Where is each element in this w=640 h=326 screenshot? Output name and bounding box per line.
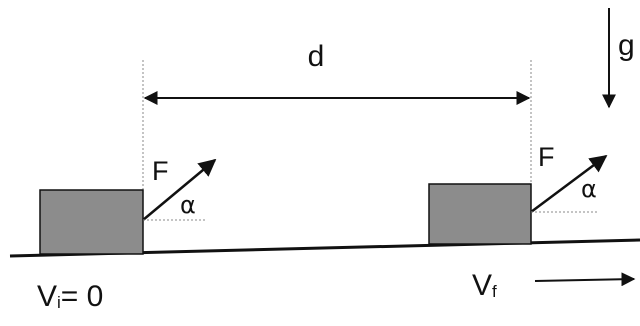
vf-subscript: f [492, 282, 497, 301]
angle-label-right: α [581, 175, 597, 203]
vi-symbol: V [37, 280, 57, 313]
velocity-arrow [534, 272, 636, 287]
distance-label: d [308, 40, 325, 73]
force-label-right: F [538, 142, 555, 172]
block-initial [39, 189, 144, 255]
force-arrow-right [530, 154, 608, 214]
vf-label: Vf [472, 269, 497, 302]
force-arrow-left [142, 158, 217, 221]
block-final [428, 183, 532, 245]
vi-subscript: i [57, 293, 61, 312]
vf-symbol: V [472, 269, 492, 302]
vi-label: Vi= 0 [37, 280, 103, 313]
angle-label-left: α [180, 191, 196, 219]
gravity-label: g [618, 29, 635, 62]
force-label-left: F [152, 156, 169, 186]
vi-equation: = 0 [61, 280, 104, 313]
